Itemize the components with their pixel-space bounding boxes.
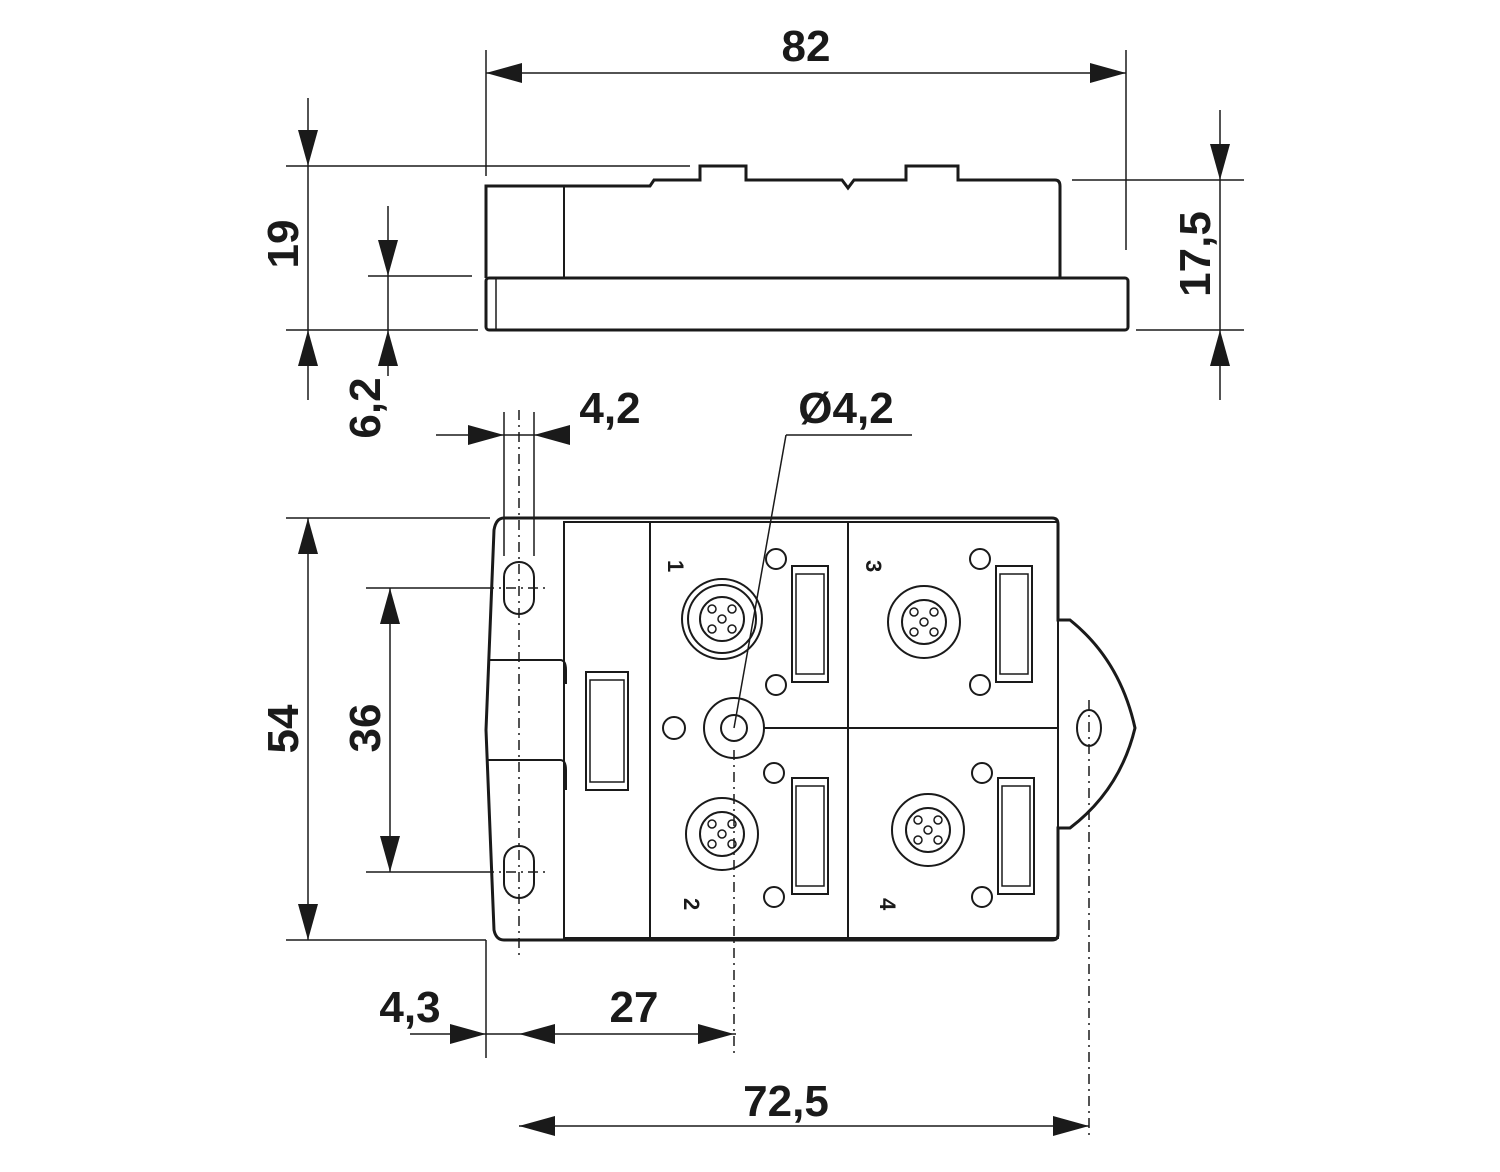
- side-housing: [484, 164, 1062, 278]
- top-outline: [484, 516, 1137, 942]
- top-housing: [563, 521, 1059, 939]
- side-view: [484, 164, 1130, 332]
- top-view: 1 3 2: [484, 410, 1137, 1140]
- port-3: 3: [861, 548, 1033, 696]
- port-4-label: 4: [875, 898, 900, 911]
- dim-diameter-label: Ø4,2: [798, 384, 893, 433]
- port-2-label: 2: [679, 898, 704, 910]
- port-4: 4: [875, 762, 1035, 911]
- dim-19-label: 19: [259, 220, 308, 269]
- dim-72-5-label: 72,5: [743, 1077, 829, 1126]
- port-2: 2: [679, 762, 829, 910]
- port-3-label: 3: [861, 560, 886, 572]
- dim-4-2: 4,2: [436, 384, 641, 556]
- dim-4-2-label: 4,2: [579, 384, 640, 433]
- dim-27: 27: [610, 983, 734, 1044]
- dim-4-3: 4,3: [379, 940, 736, 1058]
- center-hole-inner: [720, 714, 748, 742]
- dim-72-5: 72,5: [519, 1077, 1089, 1136]
- dim-6-2-label: 6,2: [341, 377, 390, 438]
- side-base-plate: [484, 276, 1130, 332]
- dim-27-label: 27: [610, 983, 659, 1032]
- label-window-left: [585, 671, 629, 791]
- port-1-label: 1: [663, 560, 688, 572]
- dim-54-label: 54: [259, 704, 308, 753]
- port-1: 1: [663, 548, 829, 696]
- dim-36: 36: [341, 587, 484, 873]
- dim-82: 82: [485, 22, 1127, 250]
- dim-36-label: 36: [341, 704, 390, 753]
- dim-17-5: 17,5: [1072, 110, 1244, 400]
- dim-82-label: 82: [782, 22, 831, 71]
- dim-diameter: Ø4,2: [733, 384, 912, 729]
- dim-17-5-label: 17,5: [1171, 211, 1220, 297]
- dim-19: 19: [259, 98, 690, 400]
- dim-4-3-label: 4,3: [379, 983, 440, 1032]
- dim-6-2: 6,2: [341, 206, 472, 439]
- dim-54: 54: [259, 517, 490, 941]
